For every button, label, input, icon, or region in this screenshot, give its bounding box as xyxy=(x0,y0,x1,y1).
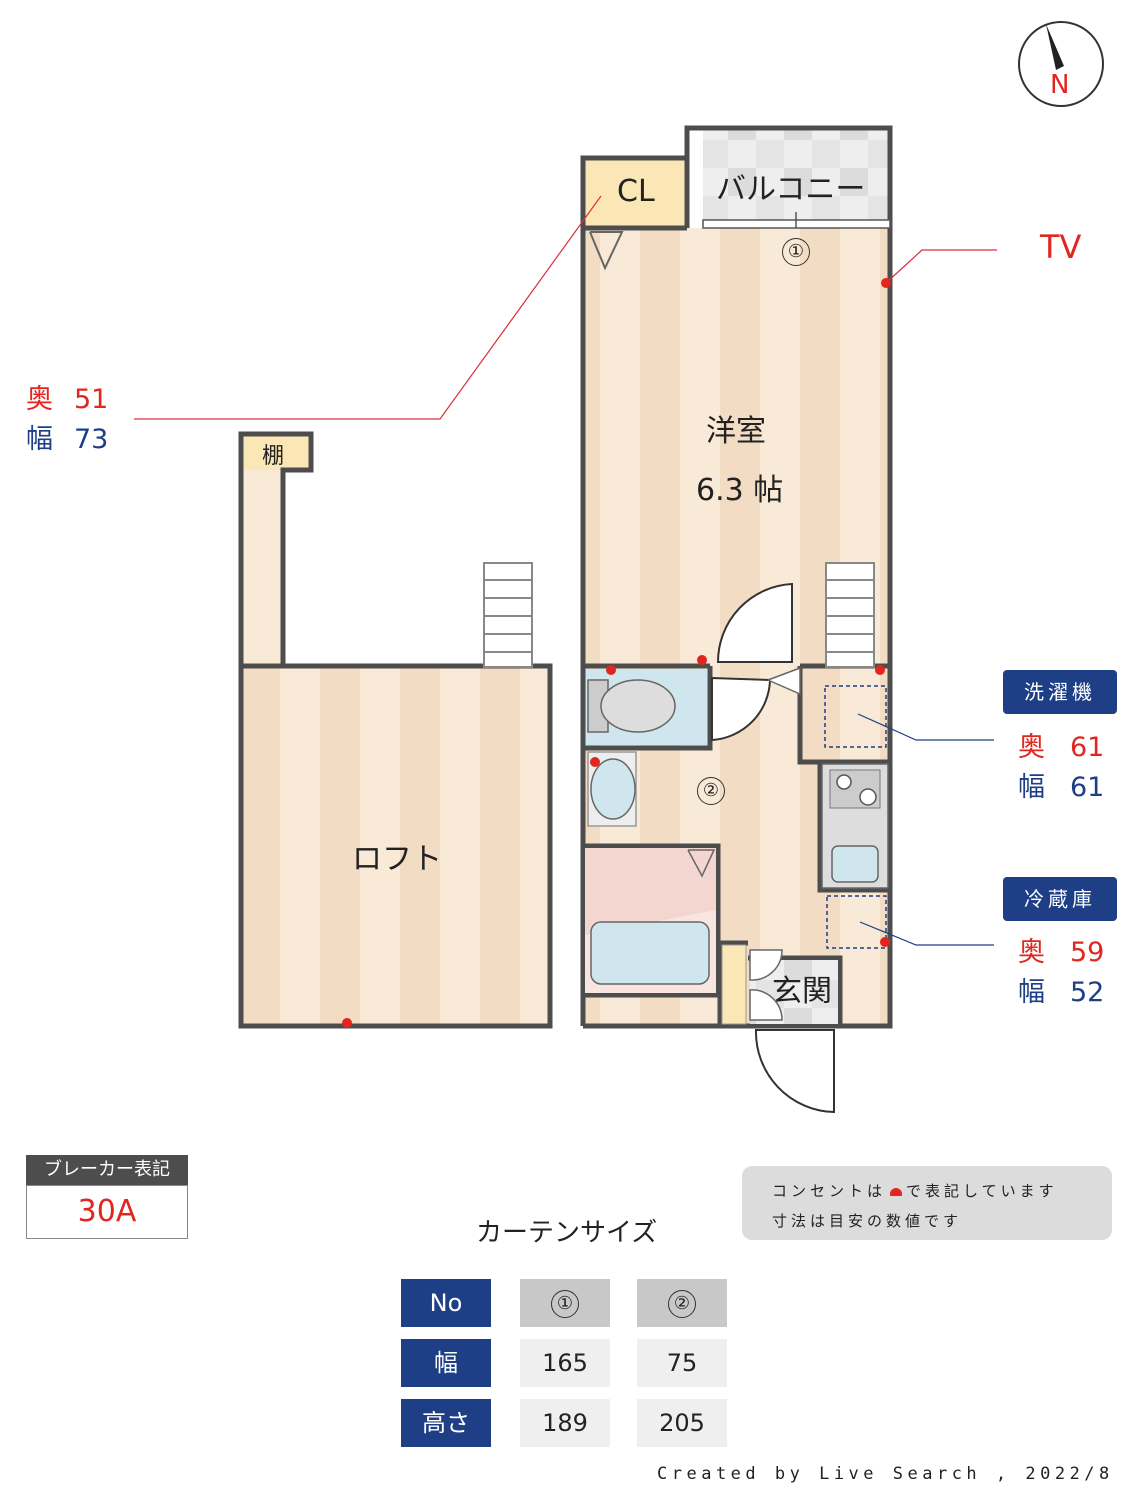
bathtub xyxy=(590,921,710,985)
outlet-legend-icon xyxy=(890,1188,903,1196)
balcony-area xyxy=(703,128,890,224)
tv-label: TV xyxy=(1040,228,1082,266)
curtain-width-1: 165 xyxy=(520,1339,610,1387)
curtain-header-2: ② xyxy=(637,1279,727,1327)
credit-line: Created by Live Search , 2022/8 xyxy=(657,1464,1114,1484)
note-line-2: 寸法は目安の数値です xyxy=(772,1212,963,1230)
stove-burner-2 xyxy=(859,788,877,806)
closet-area xyxy=(583,158,687,228)
fridge-place xyxy=(826,895,887,949)
balcony-label: バルコニー xyxy=(716,172,866,207)
room-door xyxy=(716,582,793,663)
shoe-box xyxy=(721,944,747,1025)
loft-floor xyxy=(241,666,550,1026)
washer-badge: 洗濯機 xyxy=(1003,670,1117,714)
curtain-header-1: ① xyxy=(520,1279,610,1327)
outlet-loft xyxy=(342,1018,352,1028)
stove-burner-1 xyxy=(836,774,852,790)
outlet-washbasin xyxy=(590,757,600,767)
note-line-1: コンセントはで表記しています xyxy=(772,1182,1058,1200)
outlet-toilet xyxy=(606,665,616,675)
ladder-room xyxy=(825,562,875,668)
outlet-tv xyxy=(881,278,891,288)
curtain-header-no: No xyxy=(401,1279,491,1327)
curtain-row-height-label: 高さ xyxy=(401,1399,491,1447)
tv-leader-line xyxy=(885,249,997,284)
compass xyxy=(1018,21,1104,107)
legend-note: コンセントはで表記しています 寸法は目安の数値です xyxy=(742,1166,1112,1240)
curtain-height-1: 189 xyxy=(520,1399,610,1447)
toilet-door xyxy=(711,676,772,742)
loft-strip-floor xyxy=(241,470,283,666)
window-marker-1: ① xyxy=(782,238,810,266)
entrance-door xyxy=(754,1029,835,1114)
shelf-area xyxy=(241,434,311,470)
closet-label: CL xyxy=(617,174,655,209)
washer-leader-line xyxy=(857,713,994,741)
washer-place xyxy=(824,685,887,748)
shelf-label: 棚 xyxy=(262,444,285,469)
loft-label: ロフト xyxy=(352,842,442,877)
western-room-size: 6.3 帖 xyxy=(696,473,784,508)
outlet-room-1 xyxy=(697,655,707,665)
ladder-loft xyxy=(483,562,533,668)
fridge-leader-line xyxy=(859,921,994,946)
cl-leader-line xyxy=(134,195,602,420)
entrance-label: 玄関 xyxy=(772,974,832,1009)
curtain-title: カーテンサイズ xyxy=(476,1218,658,1248)
walls xyxy=(238,125,893,1029)
outlet-fridge xyxy=(880,937,890,947)
western-room-label: 洋室 xyxy=(706,414,766,449)
kitchen-sink xyxy=(831,845,879,883)
outlet-room-2 xyxy=(875,665,885,675)
washbasin-bowl xyxy=(590,758,636,820)
breaker-title: ブレーカー表記 xyxy=(26,1155,188,1185)
curtain-height-2: 205 xyxy=(637,1399,727,1447)
fridge-badge: 冷蔵庫 xyxy=(1003,877,1117,921)
curtain-row-width-label: 幅 xyxy=(401,1339,491,1387)
curtain-width-2: 75 xyxy=(637,1339,727,1387)
compass-north-label: N xyxy=(1050,70,1070,100)
toilet-bowl xyxy=(600,679,676,733)
window-marker-2: ② xyxy=(697,777,725,805)
outlets xyxy=(342,278,891,1028)
closet-door-marker xyxy=(589,231,624,271)
breaker-value: 30A xyxy=(26,1185,188,1239)
